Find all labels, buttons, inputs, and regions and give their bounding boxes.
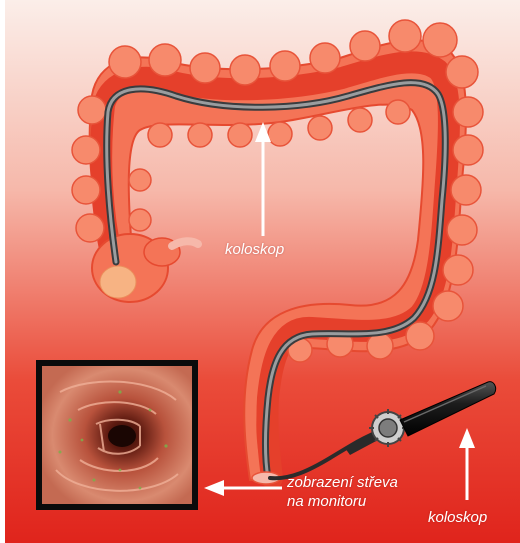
label-colonoscope-right: koloskop [428, 508, 487, 527]
label-monitor-view: zobrazení střeva na monitoru [287, 473, 398, 511]
label-colonoscope-center: koloskop [225, 240, 284, 259]
label-monitor-line1: zobrazení střeva [287, 473, 398, 492]
white-corner [0, 0, 5, 100]
label-monitor-line2: na monitoru [287, 492, 398, 511]
monitor-intestine-view [36, 360, 198, 510]
